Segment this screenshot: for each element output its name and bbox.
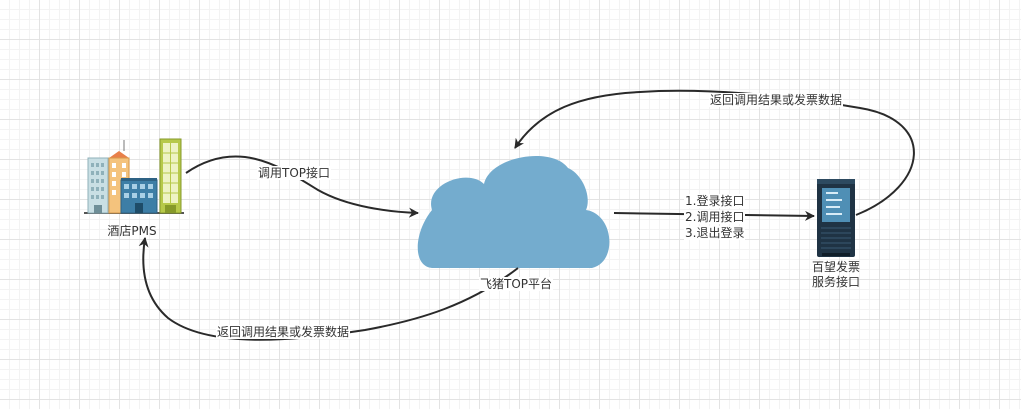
cloud-icon[interactable] — [417, 156, 610, 268]
edge-top-to-pms-label: 返回调用结果或发票数据 — [216, 325, 351, 339]
edge-pms-to-top-label: 调用TOP接口 — [257, 166, 332, 180]
edge-top-to-invoice-step-3: 3.退出登录 — [684, 226, 746, 240]
invoice-service-label-line1: 百望发票 — [811, 260, 861, 274]
edge-pms-to-top-arrow[interactable] — [185, 155, 419, 218]
invoice-service-label-line2: 服务接口 — [811, 275, 861, 289]
hotel-pms-label: 酒店PMS — [107, 224, 157, 238]
edge-invoice-to-top-label: 返回调用结果或发票数据 — [709, 93, 844, 107]
top-platform-label: 飞猪TOP平台 — [478, 277, 554, 291]
server-icon[interactable] — [817, 179, 855, 257]
edge-top-to-invoice-step-1: 1.登录接口 — [684, 194, 746, 208]
edge-top-to-pms-arrow[interactable] — [138, 237, 519, 341]
edge-top-to-invoice-step-2: 2.调用接口 — [684, 210, 746, 224]
hotel-buildings-icon[interactable] — [84, 138, 184, 214]
